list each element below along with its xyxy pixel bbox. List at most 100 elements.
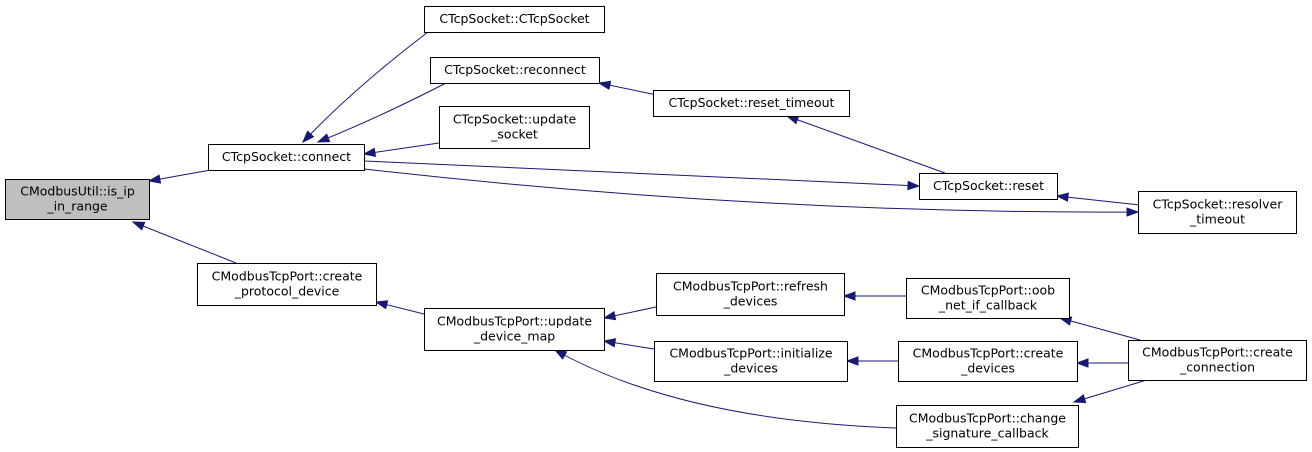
- function-node[interactable]: CTcpSocket::reconnect: [430, 57, 600, 84]
- edge-arrowhead-icon: [1072, 394, 1087, 404]
- node-label: CModbusTcpPort::create: [212, 269, 363, 284]
- call-edges: [131, 31, 1151, 429]
- function-node[interactable]: CModbusTcpPort::change_signature_callbac…: [896, 405, 1079, 448]
- node-label: _signature_callback: [925, 426, 1049, 441]
- node-label: CModbusTcpPort::create: [1142, 345, 1293, 360]
- node-box: [1138, 191, 1297, 234]
- call-edge-n12-n11: [1058, 316, 1141, 341]
- call-edge-n11-n10: [842, 291, 906, 301]
- function-node[interactable]: CModbusTcpPort::refresh_devices: [656, 273, 845, 316]
- function-node[interactable]: CTcpSocket::connect: [208, 144, 365, 171]
- function-node[interactable]: CModbusTcpPort::create_connection: [1128, 340, 1307, 381]
- node-label: _device_map: [473, 329, 555, 344]
- edge-line: [1059, 317, 1141, 341]
- node-label: _in_range: [46, 199, 108, 214]
- edge-arrowhead-icon: [845, 356, 859, 366]
- edge-arrowhead-icon: [1055, 192, 1069, 202]
- node-label: _net_if_callback: [938, 298, 1038, 313]
- function-node[interactable]: CTcpSocket::reset_timeout: [653, 90, 850, 117]
- function-node[interactable]: CModbusTcpPort::create_devices: [898, 341, 1078, 382]
- edge-line: [1073, 378, 1151, 403]
- root-function-node: CModbusUtil::is_ip_in_range: [5, 179, 150, 220]
- node-label: CModbusTcpPort::change: [909, 411, 1066, 426]
- function-node[interactable]: CModbusTcpPort::update_device_map: [424, 308, 605, 351]
- node-label: _devices: [723, 294, 778, 309]
- edge-arrowhead-icon: [374, 300, 389, 310]
- edge-arrowhead-icon: [1126, 207, 1140, 217]
- call-edge-n4-n3: [597, 80, 658, 96]
- edge-arrowhead-icon: [842, 291, 856, 301]
- node-box: [656, 273, 845, 316]
- edge-arrowhead-icon: [553, 349, 568, 360]
- call-edge-n3-n1: [316, 82, 447, 143]
- edge-arrowhead-icon: [316, 133, 331, 143]
- call-edge-n12-n14: [1075, 358, 1128, 368]
- node-label: CModbusUtil::is_ip: [20, 184, 135, 199]
- call-edge-n6-n5: [1055, 192, 1141, 206]
- node-label: _timeout: [1189, 212, 1245, 227]
- node-box: [654, 341, 848, 382]
- call-edge-n14-n13: [845, 356, 898, 366]
- function-node[interactable]: CTcpSocket::CTcpSocket: [424, 6, 605, 33]
- node-label: CModbusTcpPort::update: [437, 314, 592, 329]
- node-label: _devices: [723, 361, 778, 376]
- edge-line: [363, 142, 440, 155]
- function-node[interactable]: CModbusTcpPort::oob_net_if_callback: [906, 278, 1070, 319]
- node-label: _connection: [1179, 360, 1255, 375]
- function-node[interactable]: CTcpSocket::resolver_timeout: [1138, 191, 1297, 234]
- call-edge-n15-n9: [553, 349, 897, 429]
- node-label: CModbusTcpPort::oob: [921, 283, 1055, 298]
- function-node[interactable]: CTcpSocket::reset: [919, 173, 1058, 200]
- edge-arrowhead-icon: [785, 115, 800, 125]
- node-label: _devices: [960, 361, 1015, 376]
- node-box: [919, 173, 1058, 200]
- function-node[interactable]: CTcpSocket::update_socket: [439, 106, 590, 149]
- node-box: [208, 144, 365, 171]
- node-box: [5, 179, 150, 220]
- node-label: CTcpSocket::reconnect: [444, 62, 586, 77]
- call-edge-n2-n1: [301, 31, 429, 144]
- node-box: [896, 405, 1079, 448]
- edge-line: [302, 31, 429, 143]
- edge-line: [1056, 195, 1141, 206]
- call-edge-n1-n5: [363, 160, 921, 191]
- node-label: CTcpSocket::CTcpSocket: [439, 11, 589, 26]
- node-label: CTcpSocket::connect: [222, 149, 351, 164]
- node-box: [439, 106, 590, 149]
- call-edge-n12-n15: [1072, 378, 1151, 404]
- function-node[interactable]: CModbusTcpPort::initialize_devices: [654, 341, 848, 382]
- call-edge-n5-n4: [785, 115, 946, 174]
- edge-line: [363, 168, 1139, 213]
- edge-arrowhead-icon: [907, 180, 921, 191]
- node-label: CModbusTcpPort::initialize: [669, 346, 832, 361]
- edge-line: [786, 115, 946, 174]
- node-label: CTcpSocket::reset: [933, 178, 1044, 193]
- node-label: CTcpSocket::update: [453, 112, 577, 127]
- node-label: CModbusTcpPort::refresh: [673, 279, 828, 294]
- node-box: [197, 263, 377, 306]
- node-label: CTcpSocket::resolver: [1153, 197, 1284, 212]
- call-edge-n7-n1: [362, 142, 440, 157]
- node-box: [424, 6, 605, 33]
- edge-arrowhead-icon: [597, 80, 612, 90]
- node-box: [424, 308, 605, 351]
- node-label: CModbusTcpPort::create: [913, 346, 1064, 361]
- edge-line: [363, 160, 920, 187]
- node-box: [906, 278, 1070, 319]
- edge-line: [317, 82, 447, 143]
- edge-arrowhead-icon: [602, 338, 617, 348]
- edge-arrowhead-icon: [1075, 358, 1089, 368]
- function-node[interactable]: CModbusTcpPort::create_protocol_device: [197, 263, 377, 306]
- call-edge-n13-n9: [602, 338, 655, 350]
- node-label: _socket: [490, 127, 538, 142]
- call-edge-n10-n9: [602, 306, 657, 321]
- node-label: CTcpSocket::reset_timeout: [669, 95, 835, 110]
- edge-arrowhead-icon: [602, 311, 617, 321]
- node-box: [1128, 340, 1307, 381]
- call-edge-n9-n8: [374, 300, 425, 315]
- call-edge-n1-n6: [363, 168, 1140, 217]
- edge-arrowhead-icon: [131, 221, 146, 231]
- call-edge-n8-n0: [131, 221, 237, 264]
- edge-line: [554, 349, 897, 429]
